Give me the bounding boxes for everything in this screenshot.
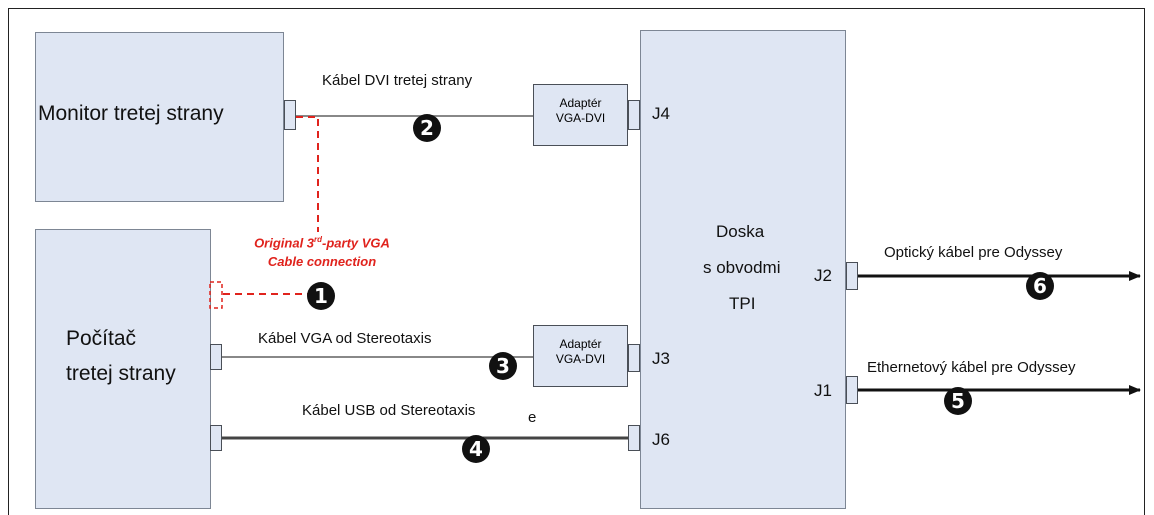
monitor-box bbox=[35, 32, 284, 202]
computer-box bbox=[35, 229, 211, 509]
original-vga-note-line1: Original 3rd-party VGA bbox=[254, 235, 390, 251]
port-j2-label: J2 bbox=[814, 266, 832, 285]
marker-3-text: 3 bbox=[496, 354, 510, 378]
marker-6: 6 bbox=[1026, 272, 1054, 300]
computer-label-line2: tretej strany bbox=[66, 362, 176, 385]
marker-5-text: 5 bbox=[951, 389, 965, 413]
computer-usb-port bbox=[210, 425, 222, 451]
port-j6 bbox=[628, 425, 640, 451]
marker-5: 5 bbox=[944, 387, 972, 415]
tpi-board-label-line3: TPI bbox=[729, 294, 756, 313]
computer-vga-port bbox=[210, 344, 222, 370]
usb-cable-label: Kábel USB od Stereotaxis bbox=[302, 402, 476, 419]
marker-6-text: 6 bbox=[1033, 274, 1047, 298]
port-j4-label: J4 bbox=[652, 104, 670, 123]
vga-cable-label: Kábel VGA od Stereotaxis bbox=[258, 330, 432, 347]
dvi-cable-label: Kábel DVI tretej strany bbox=[322, 72, 473, 89]
port-j6-label: J6 bbox=[652, 430, 670, 449]
port-j2 bbox=[846, 262, 858, 290]
marker-1-text: 1 bbox=[314, 284, 328, 308]
monitor-label: Monitor tretej strany bbox=[38, 102, 224, 125]
port-j3 bbox=[628, 344, 640, 372]
marker-2-text: 2 bbox=[420, 116, 434, 140]
marker-3: 3 bbox=[489, 352, 517, 380]
original-vga-note-line2: Cable connection bbox=[267, 254, 377, 270]
original-vga-connection bbox=[296, 116, 319, 232]
tpi-board-label-line2: s obvodmi bbox=[703, 258, 781, 277]
adapter-top-line2: VGA-DVI bbox=[555, 111, 606, 125]
optical-cable-label: Optický kábel pre Odyssey bbox=[884, 244, 1063, 261]
original-vga-port bbox=[209, 281, 223, 309]
adapter-bottom-line1: Adaptér bbox=[559, 337, 602, 351]
port-j3-label: J3 bbox=[652, 349, 670, 368]
adapter-vga-dvi-bottom: Adaptér VGA-DVI bbox=[533, 325, 628, 387]
tpi-board-box bbox=[640, 30, 846, 509]
port-j1-label: J1 bbox=[814, 381, 832, 400]
tpi-board-label-line1: Doska bbox=[716, 222, 765, 241]
ethernet-cable-label: Ethernetový kábel pre Odyssey bbox=[867, 359, 1076, 376]
marker-4: 4 bbox=[462, 435, 490, 463]
port-j1 bbox=[846, 376, 858, 404]
adapter-vga-dvi-top: Adaptér VGA-DVI bbox=[533, 84, 628, 146]
marker-4-text: 4 bbox=[469, 437, 483, 461]
marker-2: 2 bbox=[413, 114, 441, 142]
adapter-top-line1: Adaptér bbox=[559, 96, 602, 110]
usb-cable-stray-char: e bbox=[528, 409, 537, 426]
port-j4 bbox=[628, 100, 640, 130]
original-vga-note: Original 3rd-party VGA Cable connection bbox=[232, 230, 412, 271]
computer-label-line1: Počítač bbox=[66, 327, 137, 350]
diagram-frame bbox=[8, 8, 1145, 515]
marker-1: 1 bbox=[307, 282, 335, 310]
monitor-dvi-port bbox=[284, 100, 296, 130]
adapter-bottom-line2: VGA-DVI bbox=[555, 352, 606, 366]
